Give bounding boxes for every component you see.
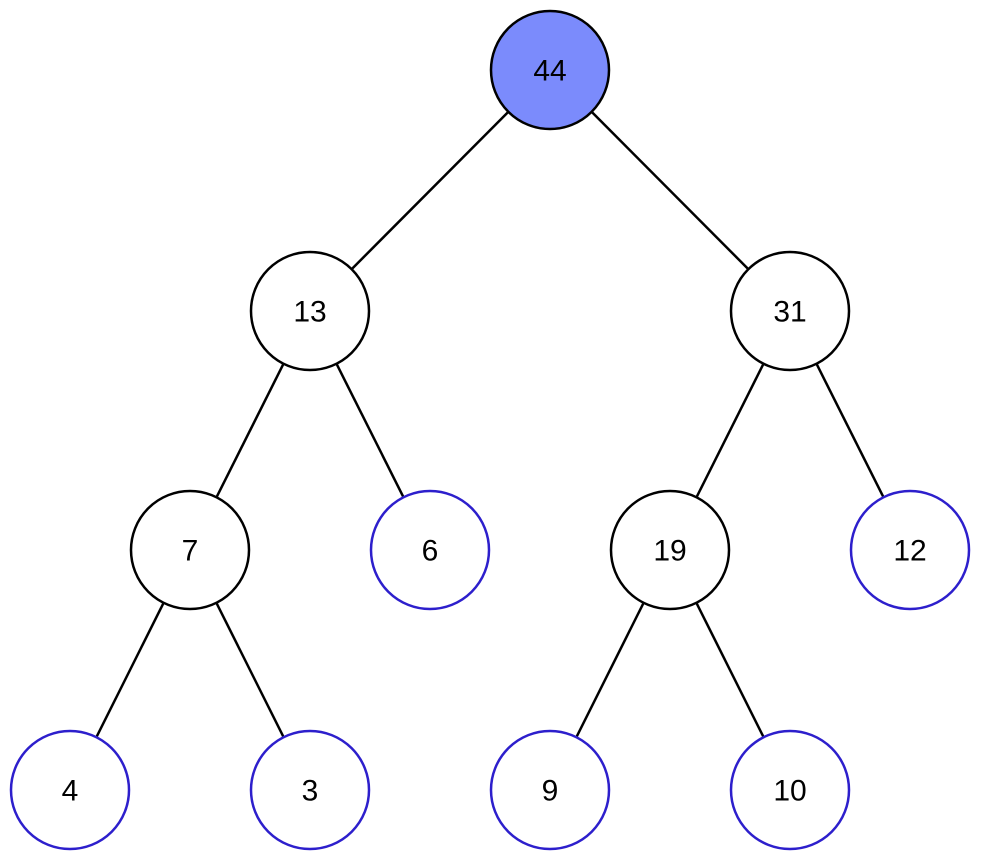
node-circle [369, 489, 491, 611]
node-label: 6 [422, 535, 439, 568]
edge-n19-n10 [695, 603, 765, 737]
tree-edges [95, 111, 885, 737]
tree-node-6: 6 [369, 489, 491, 611]
tree-node-12: 12 [849, 489, 971, 611]
node-circle [249, 250, 371, 372]
tree-node-44: 44 [489, 9, 611, 131]
node-label: 9 [542, 775, 559, 808]
node-label: 12 [893, 535, 926, 568]
edge-n13-n6 [335, 364, 405, 497]
node-circle [609, 489, 731, 611]
tree-node-10: 10 [729, 729, 851, 851]
tree-node-31: 31 [729, 250, 851, 372]
node-label: 3 [302, 775, 319, 808]
edge-n7-n4 [95, 603, 165, 737]
edge-n31-n12 [815, 364, 885, 497]
node-label: 13 [293, 296, 326, 329]
node-label: 44 [533, 55, 566, 88]
edge-n7-n3 [215, 603, 285, 737]
tree-node-13: 13 [249, 250, 371, 372]
node-circle [489, 729, 611, 851]
node-circle [9, 729, 131, 851]
node-label: 19 [653, 535, 686, 568]
node-circle [489, 9, 611, 131]
edge-n13-n7 [215, 364, 285, 497]
tree-node-3: 3 [249, 729, 371, 851]
tree-nodes: 44 13 31 7 6 19 12 4 3 9 10 [9, 9, 971, 851]
edge-n44-n13 [351, 111, 509, 270]
edge-n44-n31 [591, 111, 749, 270]
node-circle [729, 250, 851, 372]
tree-node-7: 7 [129, 489, 251, 611]
tree-node-19: 19 [609, 489, 731, 611]
tree-node-9: 9 [489, 729, 611, 851]
node-circle [729, 729, 851, 851]
node-circle [849, 489, 971, 611]
node-label: 4 [62, 775, 79, 808]
node-circle [129, 489, 251, 611]
node-label: 7 [182, 535, 199, 568]
node-label: 10 [773, 775, 806, 808]
node-label: 31 [773, 296, 806, 329]
edge-n19-n9 [575, 603, 645, 737]
tree-node-4: 4 [9, 729, 131, 851]
node-circle [249, 729, 371, 851]
edge-n31-n19 [695, 364, 765, 497]
